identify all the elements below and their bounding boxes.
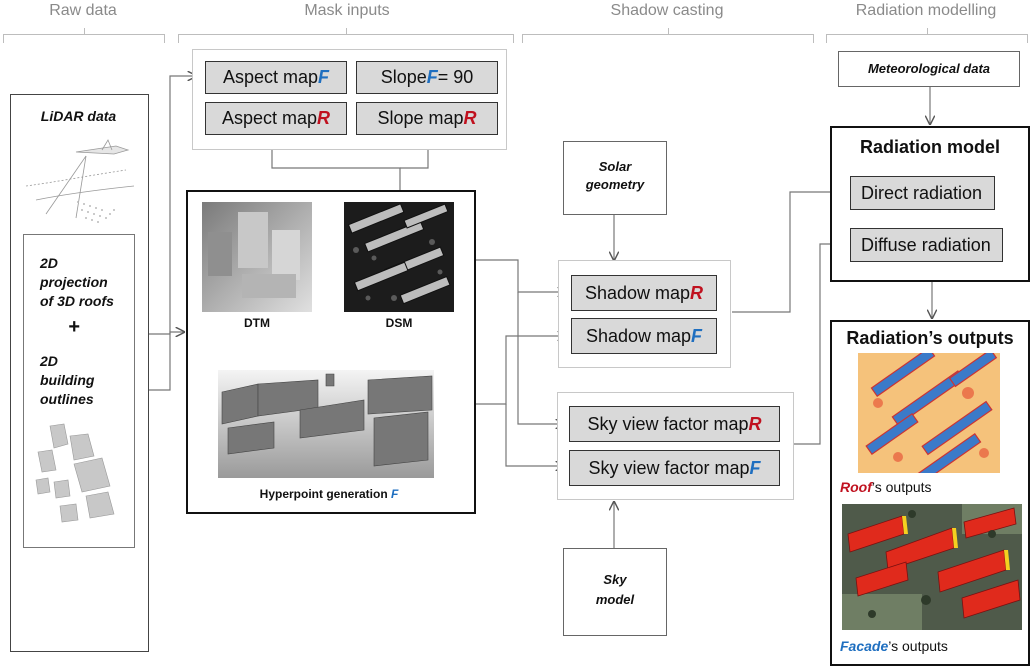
roof-suffix: ’s outputs bbox=[871, 479, 932, 495]
plus-sign: + bbox=[68, 316, 80, 338]
dsm-label: DSM bbox=[385, 316, 413, 330]
sky-line-1: Sky bbox=[603, 572, 627, 587]
facade-output-image bbox=[842, 504, 1022, 630]
proj-line-2: projection bbox=[40, 274, 108, 290]
svf-map-f-label: Sky view factor map bbox=[588, 457, 750, 478]
header-mask-inputs: Mask inputs bbox=[304, 2, 390, 19]
flag-f: F bbox=[691, 325, 703, 346]
facade-suffix: ’s outputs bbox=[888, 638, 948, 654]
shadow-map-r-box: Shadow map R bbox=[571, 275, 717, 311]
solar-geometry-box bbox=[563, 141, 667, 215]
outline-text: 2D building outlines bbox=[40, 352, 135, 409]
outline-line-3: outlines bbox=[40, 391, 94, 407]
flag-f: F bbox=[426, 67, 438, 87]
dtm-label: DTM bbox=[244, 316, 270, 330]
solar-line-2: geometry bbox=[585, 177, 645, 192]
outline-line-2: building bbox=[40, 372, 95, 388]
svf-map-f-box: Sky view factor map F bbox=[569, 450, 780, 486]
aspect-map-f-box: Aspect map F bbox=[205, 61, 347, 94]
slope-f-prefix: Slope bbox=[380, 67, 427, 87]
dsm-image bbox=[344, 202, 454, 312]
slope-map-r-label: Slope map bbox=[377, 108, 464, 128]
shadow-map-r-label: Shadow map bbox=[584, 282, 691, 303]
direct-radiation-box: Direct radiation bbox=[850, 176, 995, 210]
header-raw-data: Raw data bbox=[49, 2, 117, 19]
radiation-outputs-title: Radiation’s outputs bbox=[846, 328, 1014, 348]
brace-shadow-casting bbox=[522, 28, 814, 43]
outline-line-1: 2D bbox=[40, 353, 58, 369]
hyperpoint-caption: Hyperpoint generation F bbox=[186, 487, 472, 501]
shadow-map-f-label: Shadow map bbox=[585, 325, 692, 346]
projection-subframe bbox=[23, 234, 135, 548]
lidar-label: LiDAR data bbox=[40, 108, 117, 124]
meteo-label: Meteorological data bbox=[867, 61, 991, 76]
slope-f-box: Slope F = 90 bbox=[356, 61, 498, 94]
solar-geometry-text: Solar geometry bbox=[563, 158, 667, 194]
facade-outputs-caption: Facade’s outputs bbox=[840, 638, 948, 654]
svf-map-r-box: Sky view factor map R bbox=[569, 406, 780, 442]
dtm-image bbox=[202, 202, 312, 312]
brace-radiation bbox=[826, 28, 1028, 43]
proj-line-3: of 3D roofs bbox=[40, 293, 114, 309]
brace-mask-inputs bbox=[178, 28, 514, 43]
building-footprints-image bbox=[35, 423, 115, 523]
flag-f: F bbox=[749, 457, 761, 478]
flag-r: R bbox=[690, 282, 704, 303]
lidar-illustration bbox=[25, 139, 135, 223]
diffuse-radiation-box: Diffuse radiation bbox=[850, 228, 1003, 262]
roof-outputs-caption: Roof’s outputs bbox=[840, 479, 932, 495]
aspect-map-f-label: Aspect map bbox=[222, 67, 319, 87]
flag-f: F bbox=[318, 67, 330, 87]
svf-map-r-label: Sky view factor map bbox=[587, 413, 749, 434]
roof-word: Roof bbox=[840, 479, 872, 495]
facade-word: Facade bbox=[840, 638, 889, 654]
hyperpoint-caption-text: Hyperpoint generation bbox=[259, 487, 391, 501]
sky-model-box bbox=[563, 548, 667, 636]
flag-r: R bbox=[463, 108, 477, 128]
aspect-map-r-box: Aspect map R bbox=[205, 102, 347, 135]
roof-output-image bbox=[858, 353, 1000, 473]
aspect-map-r-label: Aspect map bbox=[221, 108, 318, 128]
header-radiation-modelling: Radiation modelling bbox=[855, 2, 997, 19]
slope-map-r-box: Slope map R bbox=[356, 102, 498, 135]
radiation-model-title: Radiation model bbox=[859, 137, 1000, 157]
brace-raw-data bbox=[3, 28, 165, 43]
shadow-map-f-box: Shadow map F bbox=[571, 318, 717, 354]
projection-text: 2D projection of 3D roofs bbox=[40, 254, 135, 311]
flag-f: F bbox=[391, 487, 399, 501]
header-shadow-casting: Shadow casting bbox=[610, 2, 724, 19]
sky-model-text: Sky model bbox=[563, 570, 667, 610]
flag-r: R bbox=[317, 108, 331, 128]
sky-line-2: model bbox=[595, 592, 635, 607]
meteo-box bbox=[838, 51, 1020, 87]
flag-r: R bbox=[748, 413, 762, 434]
slope-f-suffix: = 90 bbox=[437, 67, 474, 87]
proj-line-1: 2D bbox=[40, 255, 58, 271]
solar-line-1: Solar bbox=[598, 159, 632, 174]
hyperpoint-image bbox=[218, 370, 434, 478]
